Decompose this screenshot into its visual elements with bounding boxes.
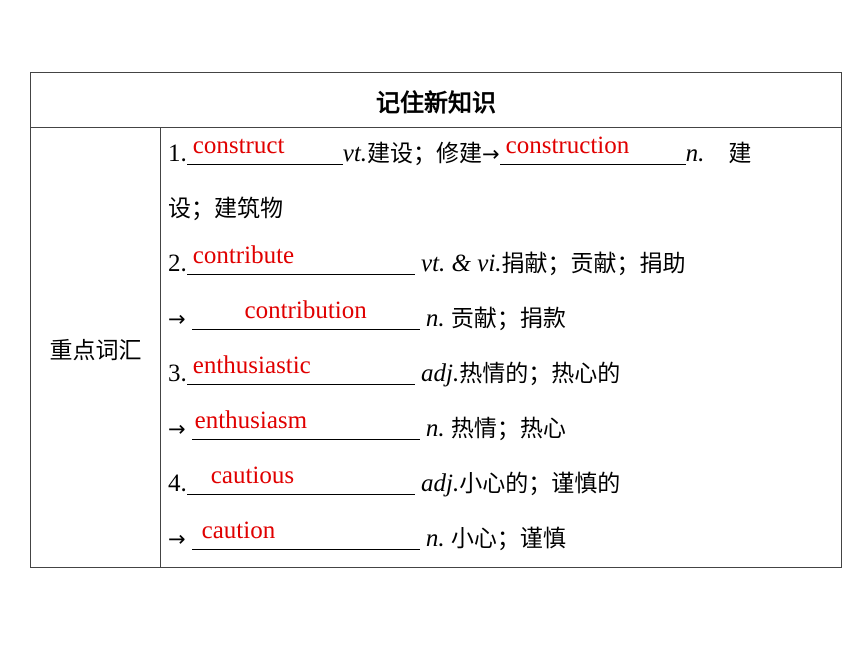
item-number: 3. [168, 360, 187, 387]
answer-blank[interactable]: enthusiastic [186, 352, 415, 385]
meaning-text: 贡献；捐款 [450, 306, 566, 332]
table-title: 记住新知识 [376, 88, 496, 117]
meaning-text: 热情；热心 [450, 416, 566, 442]
answer-text: construct [192, 132, 285, 159]
item-number: 1. [168, 140, 187, 167]
item-4-line-1: 4. cautious adj.小心的；谨慎的 [168, 462, 621, 504]
answer-blank[interactable]: construct [186, 132, 343, 165]
answer-blank[interactable]: enthusiasm [191, 407, 420, 440]
part-of-speech: n. [425, 415, 445, 442]
meaning-text: 小心；谨慎 [450, 526, 566, 552]
answer-blank[interactable]: cautious [186, 462, 415, 495]
meaning-text: 捐献；贡献；捐助 [501, 251, 686, 277]
part-of-speech: adj. [421, 470, 460, 497]
answer-text: construction [505, 132, 630, 159]
part-of-speech: vt. [342, 140, 368, 167]
item-number: 4. [168, 470, 187, 497]
part-of-speech: n. [425, 525, 445, 552]
part-of-speech: vt. & vi. [421, 250, 502, 277]
item-number: 2. [168, 250, 187, 277]
arrow-icon: → [168, 307, 186, 331]
item-1-line-2: 设；建筑物 [168, 189, 283, 229]
meaning-text: 设；建筑物 [168, 196, 283, 222]
arrow-icon: → [482, 142, 500, 166]
item-4-line-2: → caution n. 小心；谨慎 [168, 517, 566, 559]
category-cell: 重点词汇 [31, 128, 161, 567]
table-header: 记住新知识 [31, 73, 841, 128]
answer-blank[interactable]: caution [191, 517, 420, 550]
answer-text: enthusiastic [192, 352, 311, 379]
item-1-line-1: 1.construct vt.建设；修建→construction n. 建 [168, 132, 752, 174]
meaning-text: 小心的；谨慎的 [459, 471, 621, 497]
item-3-line-1: 3.enthusiastic adj.热情的；热心的 [168, 352, 621, 394]
answer-text: contribution [244, 297, 367, 324]
answer-blank[interactable]: construction [499, 132, 686, 165]
answer-text: caution [201, 517, 276, 544]
answer-blank[interactable]: contribution [191, 297, 420, 330]
part-of-speech: adj. [421, 360, 460, 387]
meaning-text: 建 [728, 141, 752, 167]
item-3-line-2: → enthusiasm n. 热情；热心 [168, 407, 566, 449]
answer-blank[interactable]: contribute [186, 242, 415, 275]
part-of-speech: n. [425, 305, 445, 332]
arrow-icon: → [168, 527, 186, 551]
answer-text: contribute [192, 242, 295, 269]
item-2-line-1: 2.contribute vt. & vi.捐献；贡献；捐助 [168, 242, 686, 284]
item-2-line-2: → contribution n. 贡献；捐款 [168, 297, 566, 339]
arrow-icon: → [168, 417, 186, 441]
category-label: 重点词汇 [49, 337, 142, 364]
part-of-speech: n. [685, 140, 705, 167]
answer-text: enthusiasm [194, 407, 308, 434]
meaning-text: 热情的；热心的 [459, 361, 621, 387]
answer-text: cautious [210, 462, 295, 489]
meaning-text: 建设；修建 [367, 141, 483, 167]
